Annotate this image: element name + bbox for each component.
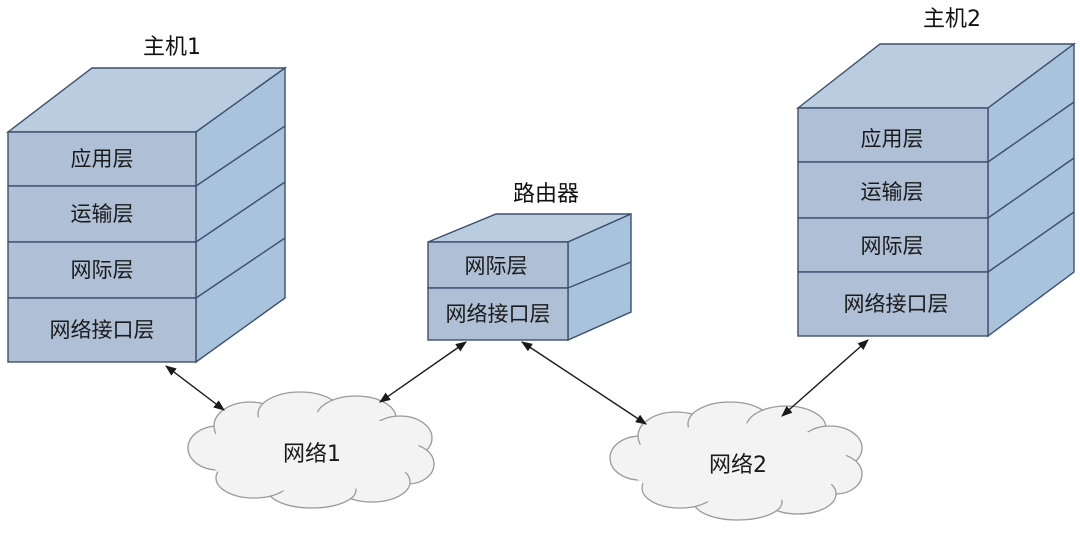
host2-layer-label: 应用层 bbox=[861, 127, 924, 151]
host2-layer-transport bbox=[797, 161, 989, 219]
link-router-network2 bbox=[521, 341, 647, 425]
router-stack: 网际层 网络接口层 路由器 bbox=[427, 182, 632, 342]
router-title: 路由器 bbox=[513, 182, 579, 207]
router-layer-internet bbox=[427, 241, 569, 289]
host1-stack: 应用层 运输层 网际层 网络接口层 主机1 bbox=[5, 35, 288, 364]
host2-layer-label: 网际层 bbox=[861, 234, 924, 258]
host1-layer-label: 网络接口层 bbox=[50, 318, 155, 342]
network2-cloud: 网络2 bbox=[609, 401, 863, 521]
host2-layer-label: 运输层 bbox=[861, 180, 924, 204]
host1-layer-label: 运输层 bbox=[71, 202, 134, 226]
router-layer-label: 网络接口层 bbox=[446, 302, 551, 326]
host2-stack: 应用层 运输层 网际层 网络接口层 主机2 bbox=[795, 7, 1077, 338]
router-layer-network-interface bbox=[427, 287, 569, 341]
host1-title: 主机1 bbox=[143, 35, 201, 60]
host2-layer-network-interface bbox=[797, 271, 989, 337]
host1-layer-label: 应用层 bbox=[71, 147, 134, 171]
network1-label: 网络1 bbox=[283, 442, 341, 467]
host2-layer-label: 网络接口层 bbox=[844, 292, 949, 316]
link-host1-network1 bbox=[165, 365, 225, 411]
network2-label: 网络2 bbox=[709, 453, 767, 478]
host1-layer-internet bbox=[7, 241, 197, 299]
link-network1-router bbox=[379, 341, 467, 403]
host1-layer-transport bbox=[7, 185, 197, 243]
host2-layer-internet bbox=[797, 217, 989, 273]
host1-layer-label: 网际层 bbox=[71, 258, 134, 282]
host1-layer-network-interface bbox=[7, 297, 197, 363]
host2-layer-application bbox=[797, 107, 989, 163]
link-network2-host2 bbox=[781, 339, 869, 417]
network1-cloud: 网络1 bbox=[187, 391, 435, 509]
router-layer-label: 网际层 bbox=[465, 254, 528, 278]
host2-title: 主机2 bbox=[923, 7, 981, 32]
